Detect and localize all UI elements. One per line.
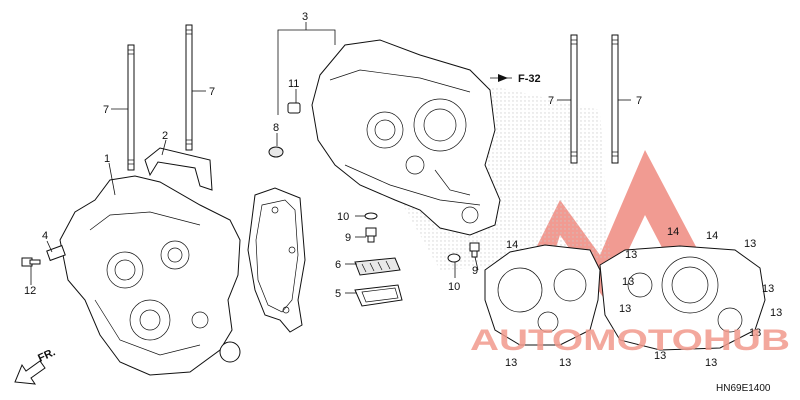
drain-bolt-part-9-right xyxy=(469,242,480,258)
callout-14-b: 14 xyxy=(667,226,679,238)
leader-lines xyxy=(30,22,631,294)
bolt-part-12 xyxy=(21,257,41,267)
watermark-text: AUTOMOTOHUB xyxy=(470,324,790,357)
callout-13-k: 13 xyxy=(705,357,717,369)
callout-13-f: 13 xyxy=(770,307,782,319)
strainer-screen-part-5 xyxy=(354,284,403,307)
callout-7-right-1: 7 xyxy=(548,95,554,107)
callout-8: 8 xyxy=(273,122,279,134)
callout-13-e: 13 xyxy=(762,283,774,295)
arrow-right-icon xyxy=(498,74,508,82)
callouts: 1 2 3 4 5 6 7 7 7 7 8 9 9 10 10 11 12 13… xyxy=(24,11,782,369)
crankcase-gasket xyxy=(247,187,306,333)
callout-7-left-1: 7 xyxy=(103,104,109,116)
callout-10-right: 10 xyxy=(448,281,460,293)
callout-14-c: 14 xyxy=(706,230,718,242)
oil-seal-part-8 xyxy=(268,146,284,158)
callout-13-c: 13 xyxy=(622,276,634,288)
washer-part-10-upper xyxy=(364,212,378,220)
stud-bolt-left-2 xyxy=(185,24,193,151)
washer-part-10-lower xyxy=(447,253,461,263)
callout-10-left: 10 xyxy=(337,211,349,223)
right-crankcase-gasket xyxy=(484,244,601,346)
callout-11: 11 xyxy=(288,78,299,90)
dowel-part-11 xyxy=(287,102,301,114)
callout-4: 4 xyxy=(42,230,48,242)
callout-9-left: 9 xyxy=(345,232,351,244)
right-crankcase xyxy=(311,39,501,236)
callout-13-a: 13 xyxy=(744,238,756,250)
callout-9-right: 9 xyxy=(472,265,478,277)
callout-13-j: 13 xyxy=(654,350,666,362)
drawing-code: HN69E1400 xyxy=(716,383,771,394)
stud-bolt-right-2 xyxy=(611,34,619,164)
arrow-down-left-icon xyxy=(14,360,46,385)
callout-13-b: 13 xyxy=(625,249,637,261)
reference-f-32: F-32 xyxy=(518,73,541,85)
callout-13-h: 13 xyxy=(505,357,517,369)
callout-7-right-2: 7 xyxy=(636,95,642,107)
bracket-part-2 xyxy=(144,147,213,191)
strainer-screen-part-6 xyxy=(354,257,401,276)
callout-13-i: 13 xyxy=(559,357,571,369)
left-crankcase xyxy=(59,175,241,376)
callout-13-g: 13 xyxy=(749,327,761,339)
callout-3: 3 xyxy=(302,11,308,23)
right-cover-gasket xyxy=(599,245,766,351)
stud-bolt-right-1 xyxy=(570,34,578,164)
plug-part-4 xyxy=(46,244,66,262)
callout-7-left-2: 7 xyxy=(209,86,215,98)
callout-14-a: 14 xyxy=(506,239,518,251)
callout-1: 1 xyxy=(104,153,110,165)
callout-13-d: 13 xyxy=(619,303,631,315)
callout-12: 12 xyxy=(24,285,36,297)
drain-bolt-part-9-left xyxy=(365,227,377,243)
callout-6: 6 xyxy=(335,259,341,271)
front-label: FR. xyxy=(36,346,57,364)
callout-5: 5 xyxy=(335,288,341,300)
callout-2: 2 xyxy=(162,130,168,142)
stud-bolt-left-1 xyxy=(127,44,135,171)
